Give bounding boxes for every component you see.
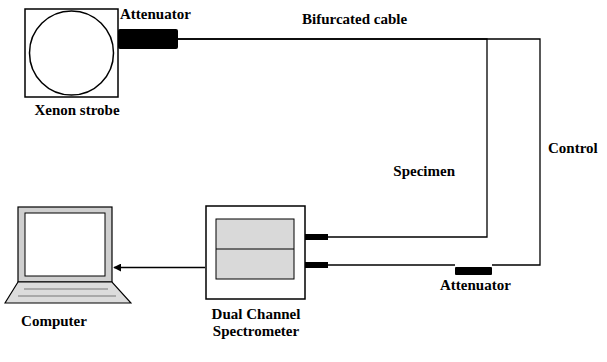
attenuator-bar-shape bbox=[455, 261, 492, 269]
attenuator-bar: Attenuator bbox=[440, 258, 540, 300]
node-label: Computer bbox=[4, 313, 104, 330]
node-label: Attenuator bbox=[440, 277, 540, 294]
node-label: Attenuator bbox=[120, 6, 208, 23]
node-label: Xenon strobe bbox=[22, 102, 132, 119]
computer-laptop-shape bbox=[4, 205, 132, 305]
cable-label: Bifurcated cable bbox=[300, 11, 409, 28]
computer-laptop: Computer bbox=[4, 203, 139, 333]
xenon-strobe-shape bbox=[24, 8, 119, 98]
cable-label: Control bbox=[546, 140, 600, 157]
xenon-strobe: Xenon strobe bbox=[22, 6, 142, 124]
data-arrow bbox=[114, 267, 205, 268]
attenuator-bar: Attenuator bbox=[118, 6, 208, 52]
cable-label: Specimen bbox=[391, 163, 457, 180]
spectrometer-box-shape bbox=[205, 205, 329, 301]
attenuator-bar-shape bbox=[118, 29, 178, 49]
spectrometer-box: Dual Channel Spectrometer bbox=[195, 203, 335, 358]
node-label: Dual Channel Spectrometer bbox=[195, 306, 317, 340]
